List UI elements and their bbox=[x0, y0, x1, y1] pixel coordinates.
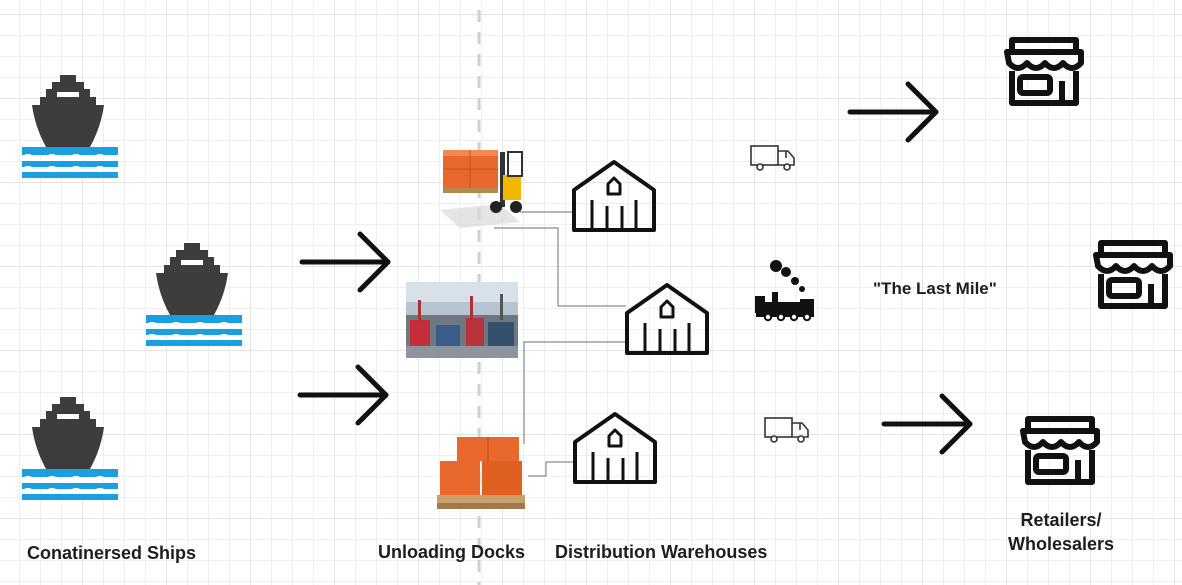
retailers-label: Retailers/ Wholesalers bbox=[1000, 508, 1122, 556]
arrow-right-icon bbox=[884, 396, 970, 452]
arrow-right-icon bbox=[300, 367, 386, 423]
truck-icon bbox=[764, 417, 809, 443]
retailers-label-line1: Retailers/ bbox=[1020, 510, 1102, 530]
connector-lines bbox=[494, 211, 626, 477]
ships-label: Conatinersed Ships bbox=[27, 543, 197, 563]
store-icon bbox=[1007, 40, 1081, 103]
container-ship-icon bbox=[20, 73, 120, 180]
warehouses-label: Distribution Warehouses bbox=[555, 542, 768, 562]
store-icon bbox=[1023, 419, 1097, 482]
docks-label: Unloading Docks bbox=[378, 542, 526, 562]
arrow-right-icon bbox=[850, 84, 936, 140]
warehouse-icon bbox=[625, 283, 709, 355]
forklift-icon bbox=[440, 150, 523, 228]
warehouse-icon bbox=[572, 160, 656, 232]
last-mile-label: "The Last Mile" bbox=[873, 279, 997, 298]
port-photo bbox=[406, 282, 518, 358]
steam-train-icon bbox=[755, 260, 814, 322]
container-ship-icon bbox=[144, 241, 244, 348]
container-ship-icon bbox=[20, 395, 120, 502]
pallet-boxes-icon bbox=[437, 437, 525, 509]
truck-icon bbox=[750, 145, 795, 171]
warehouse-icon bbox=[573, 412, 657, 484]
store-icon bbox=[1096, 243, 1170, 306]
arrow-right-icon bbox=[302, 234, 388, 290]
retailers-label-line2: Wholesalers bbox=[1007, 534, 1115, 554]
